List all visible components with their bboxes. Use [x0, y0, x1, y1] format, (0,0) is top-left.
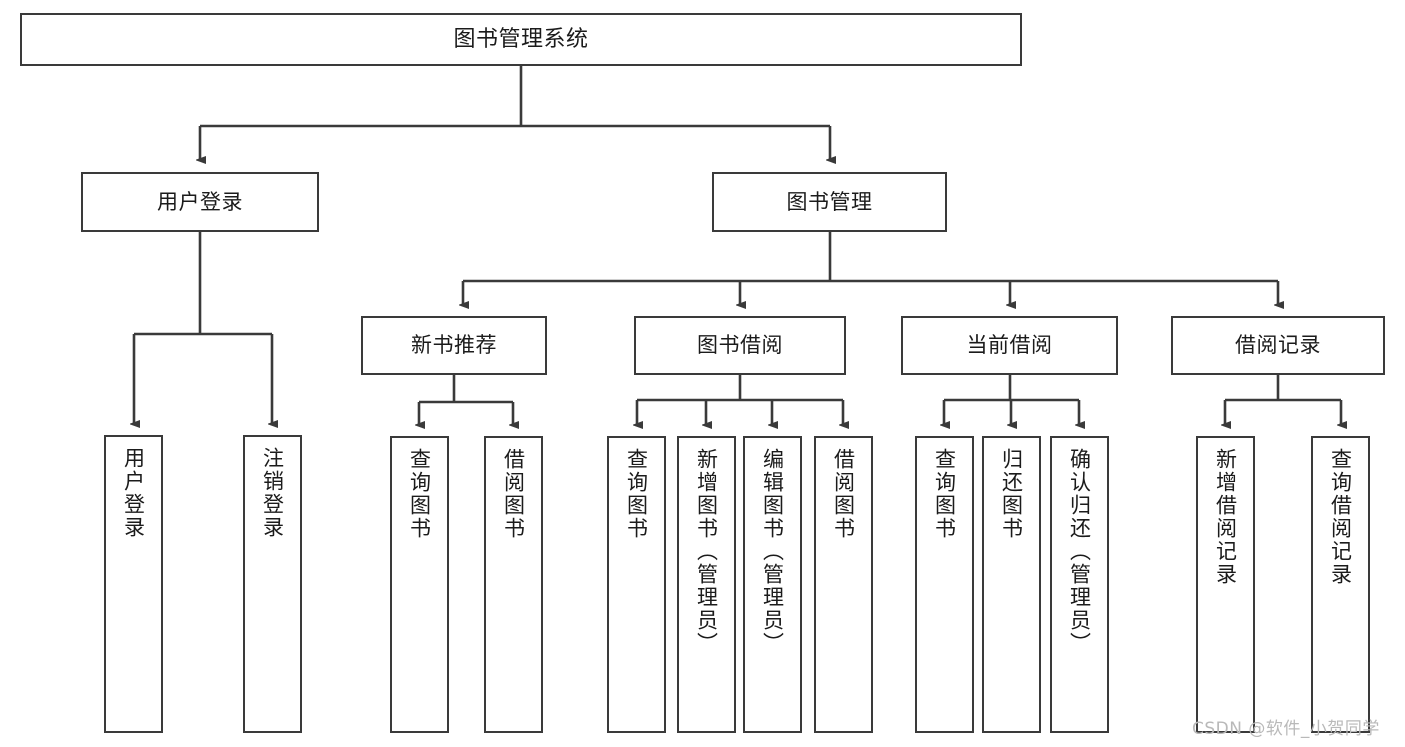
leaf-new-book-borrow[interactable]: 借阅图书	[484, 436, 543, 733]
node-label: 查询图书	[932, 448, 957, 540]
node-label: 当前借阅	[966, 333, 1053, 358]
leaf-book-borrow-edit[interactable]: 编辑图书（管理员）	[743, 436, 802, 733]
node-label: 图书借阅	[697, 333, 783, 358]
leaf-user-login-signout[interactable]: 注销登录	[243, 435, 302, 733]
leaf-user-login-signin[interactable]: 用户登录	[104, 435, 163, 733]
node-label: 用户登录	[157, 189, 243, 214]
node-label: 借阅记录	[1235, 333, 1321, 358]
node-book-borrow[interactable]: 图书借阅	[634, 316, 846, 375]
node-new-book-recommend[interactable]: 新书推荐	[361, 316, 547, 375]
node-user-login[interactable]: 用户登录	[81, 172, 319, 232]
leaf-current-borrow-query[interactable]: 查询图书	[915, 436, 974, 733]
node-label: 图书管理	[786, 189, 873, 214]
leaf-new-book-query[interactable]: 查询图书	[390, 436, 449, 733]
node-book-management[interactable]: 图书管理	[712, 172, 947, 232]
leaf-borrow-record-add[interactable]: 新增借阅记录	[1196, 436, 1255, 733]
node-label: 用户登录	[121, 447, 146, 539]
node-label: 借阅图书	[831, 448, 856, 540]
leaf-current-borrow-confirm[interactable]: 确认归还（管理员）	[1050, 436, 1109, 733]
leaf-book-borrow-query[interactable]: 查询图书	[607, 436, 666, 733]
node-label: 新书推荐	[411, 333, 497, 358]
node-label: 查询图书	[407, 448, 432, 540]
node-label: 确认归还（管理员）	[1067, 448, 1092, 655]
node-label: 借阅图书	[501, 448, 526, 540]
node-label: 新增借阅记录	[1213, 448, 1238, 586]
node-label: 图书管理系统	[453, 26, 589, 52]
csdn-watermark: CSDN @软件_小贺同学	[1192, 719, 1380, 739]
leaf-borrow-record-query[interactable]: 查询借阅记录	[1311, 436, 1370, 733]
node-label: 新增图书（管理员）	[694, 448, 719, 655]
node-root-system[interactable]: 图书管理系统	[20, 13, 1022, 66]
node-label: 归还图书	[999, 448, 1024, 540]
node-label: 编辑图书（管理员）	[760, 448, 785, 655]
leaf-book-borrow-add[interactable]: 新增图书（管理员）	[677, 436, 736, 733]
node-label: 查询图书	[624, 448, 649, 540]
leaf-current-borrow-return[interactable]: 归还图书	[982, 436, 1041, 733]
leaf-book-borrow-lend[interactable]: 借阅图书	[814, 436, 873, 733]
node-borrow-record[interactable]: 借阅记录	[1171, 316, 1385, 375]
node-label: 注销登录	[260, 447, 285, 539]
node-current-borrow[interactable]: 当前借阅	[901, 316, 1118, 375]
node-label: 查询借阅记录	[1328, 448, 1353, 586]
